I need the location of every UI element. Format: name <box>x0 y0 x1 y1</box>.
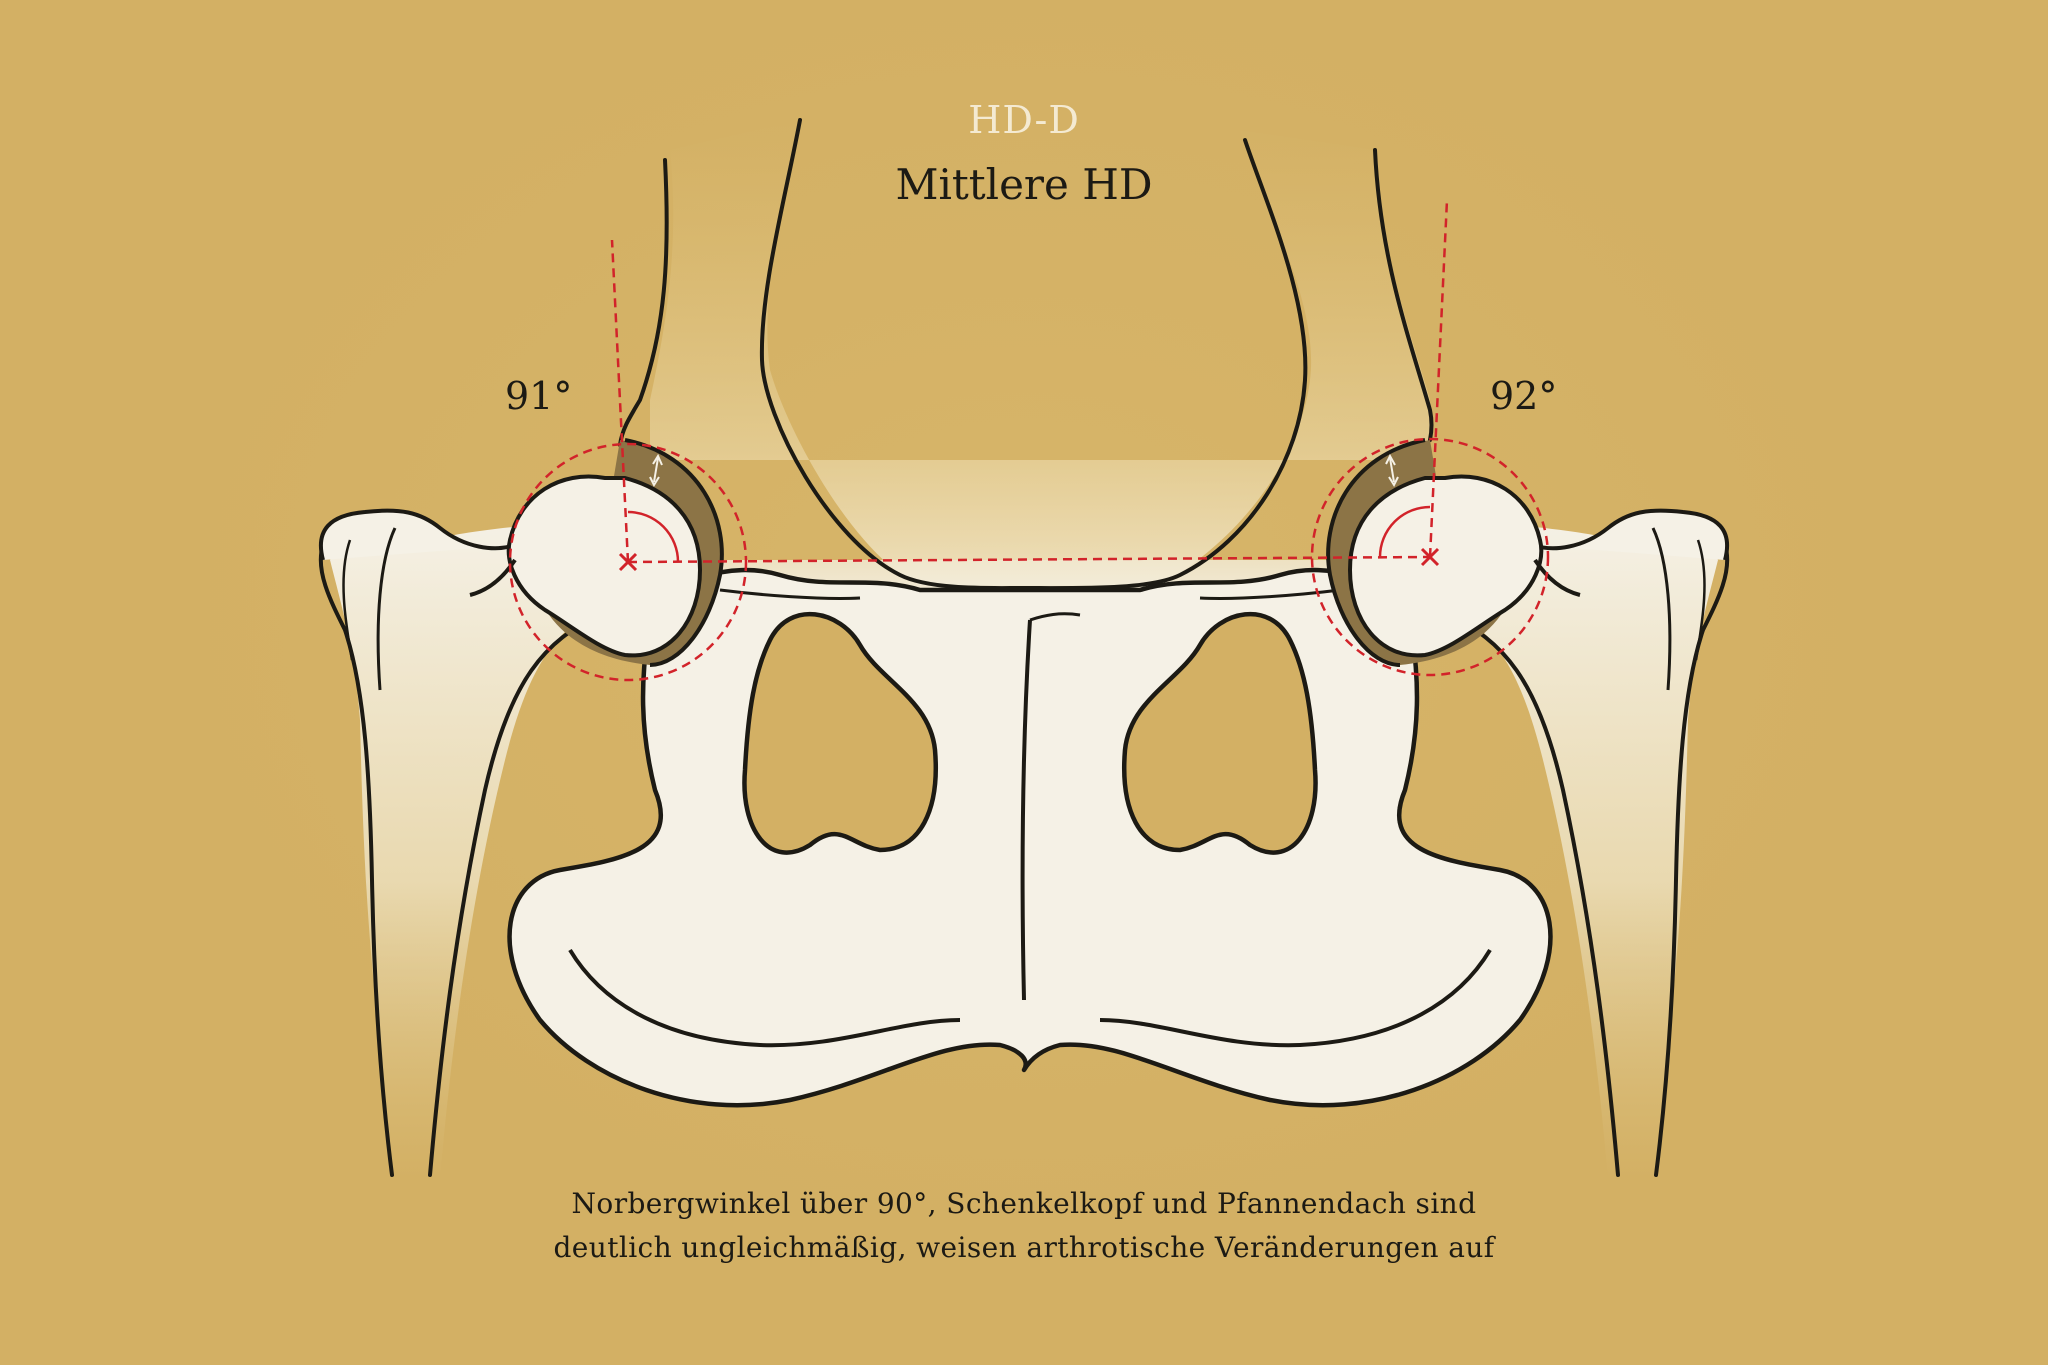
right-hip-joint <box>1326 438 1581 667</box>
caption: Norbergwinkel über 90°, Schenkelkopf und… <box>0 1182 2048 1270</box>
caption-line-2: deutlich ungleichmäßig, weisen arthrotis… <box>553 1231 1495 1264</box>
left-angle-arc <box>627 510 680 563</box>
right-femoral-head-circle <box>1310 437 1550 677</box>
caption-line-1: Norbergwinkel über 90°, Schenkelkopf und… <box>571 1187 1477 1220</box>
grade-label: HD-D <box>968 98 1080 142</box>
right-femur <box>1408 508 1730 1180</box>
ilium-outline <box>618 118 1434 591</box>
pelvis <box>507 567 1553 1108</box>
ilium-region <box>630 120 1430 620</box>
right-angle-label: 92° <box>1490 374 1558 418</box>
left-femoral-head-circle <box>508 442 748 682</box>
left-angle-label: 91° <box>505 374 573 418</box>
norberg-measurement <box>508 199 1550 682</box>
gap-arrow-icon <box>649 453 1399 488</box>
left-hip-joint <box>469 438 724 667</box>
left-acetabulum-line <box>610 239 630 563</box>
center-markers <box>618 547 1440 572</box>
diagnosis-title: Mittlere HD <box>895 160 1153 209</box>
right-angle-arc <box>1378 505 1431 558</box>
center-connection-line <box>627 555 1431 564</box>
